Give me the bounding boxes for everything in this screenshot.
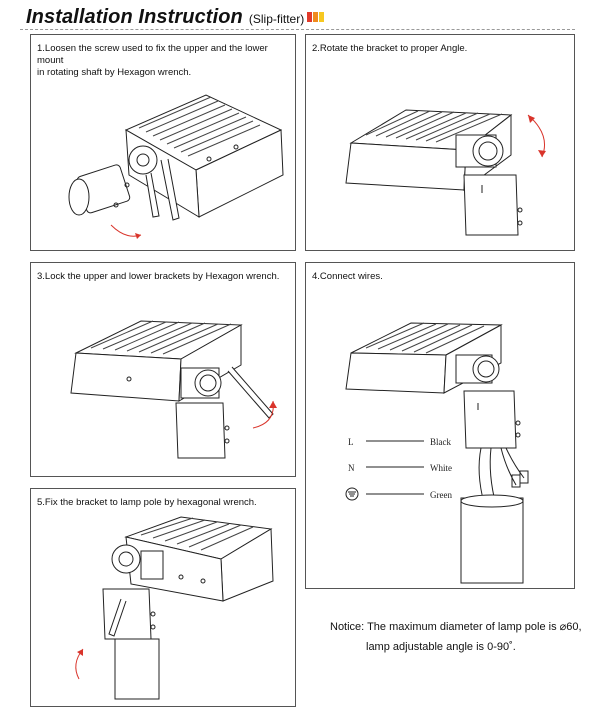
swatch-red <box>307 12 312 22</box>
header-divider <box>20 29 575 30</box>
step-3-line-1: 3.Lock the upper and lower brackets by H… <box>37 271 280 282</box>
page-subtitle: (Slip-fitter) <box>248 12 305 26</box>
step-1-illustration <box>68 94 284 239</box>
step-5-illustration <box>75 516 274 700</box>
wire-color-white: White <box>430 463 452 473</box>
wire-symbol-n: N <box>348 463 355 473</box>
step-1-panel: 1.Loosen the screw used to fix the upper… <box>30 34 296 251</box>
step-5-caption: 5.Fix the bracket to lamp pole by hexago… <box>37 497 257 509</box>
step-5-line-1: 5.Fix the bracket to lamp pole by hexago… <box>37 497 257 508</box>
step-3-caption: 3.Lock the upper and lower brackets by H… <box>37 271 279 283</box>
notice-text: Notice: The maximum diameter of lamp pol… <box>330 617 582 657</box>
step-4-panel: 4.Connect wires. <box>305 262 575 589</box>
wire-symbol-l: L <box>348 437 354 447</box>
step-4-illustration: L N Black White Green <box>345 322 529 584</box>
step-1-caption: 1.Loosen the screw used to fix the upper… <box>37 43 295 79</box>
step-1-line-2: in rotating shaft by Hexagon wrench. <box>37 67 192 78</box>
swatch-orange <box>313 12 318 22</box>
page-header: Installation Instruction (Slip-fitter) <box>26 6 304 30</box>
step-2-line-1: 2.Rotate the bracket to proper Angle. <box>312 43 468 54</box>
wire-color-black: Black <box>430 437 451 447</box>
step-2-panel: 2.Rotate the bracket to proper Angle. <box>305 34 575 251</box>
step-4-line-1: 4.Connect wires. <box>312 271 383 282</box>
notice-line-1: Notice: The maximum diameter of lamp pol… <box>330 621 582 633</box>
step-3-illustration <box>70 320 277 459</box>
notice-line-2: lamp adjustable angle is 0-90˚. <box>366 641 516 653</box>
page-title: Installation Instruction <box>26 6 243 28</box>
color-swatches <box>307 12 325 22</box>
step-3-panel: 3.Lock the upper and lower brackets by H… <box>30 262 296 477</box>
step-2-caption: 2.Rotate the bracket to proper Angle. <box>312 43 467 55</box>
swatch-yellow <box>319 12 324 22</box>
step-2-illustration <box>345 109 546 236</box>
wire-color-green: Green <box>430 490 452 500</box>
step-1-line-1: 1.Loosen the screw used to fix the upper… <box>37 43 268 66</box>
step-5-panel: 5.Fix the bracket to lamp pole by hexago… <box>30 488 296 707</box>
step-4-caption: 4.Connect wires. <box>312 271 383 283</box>
